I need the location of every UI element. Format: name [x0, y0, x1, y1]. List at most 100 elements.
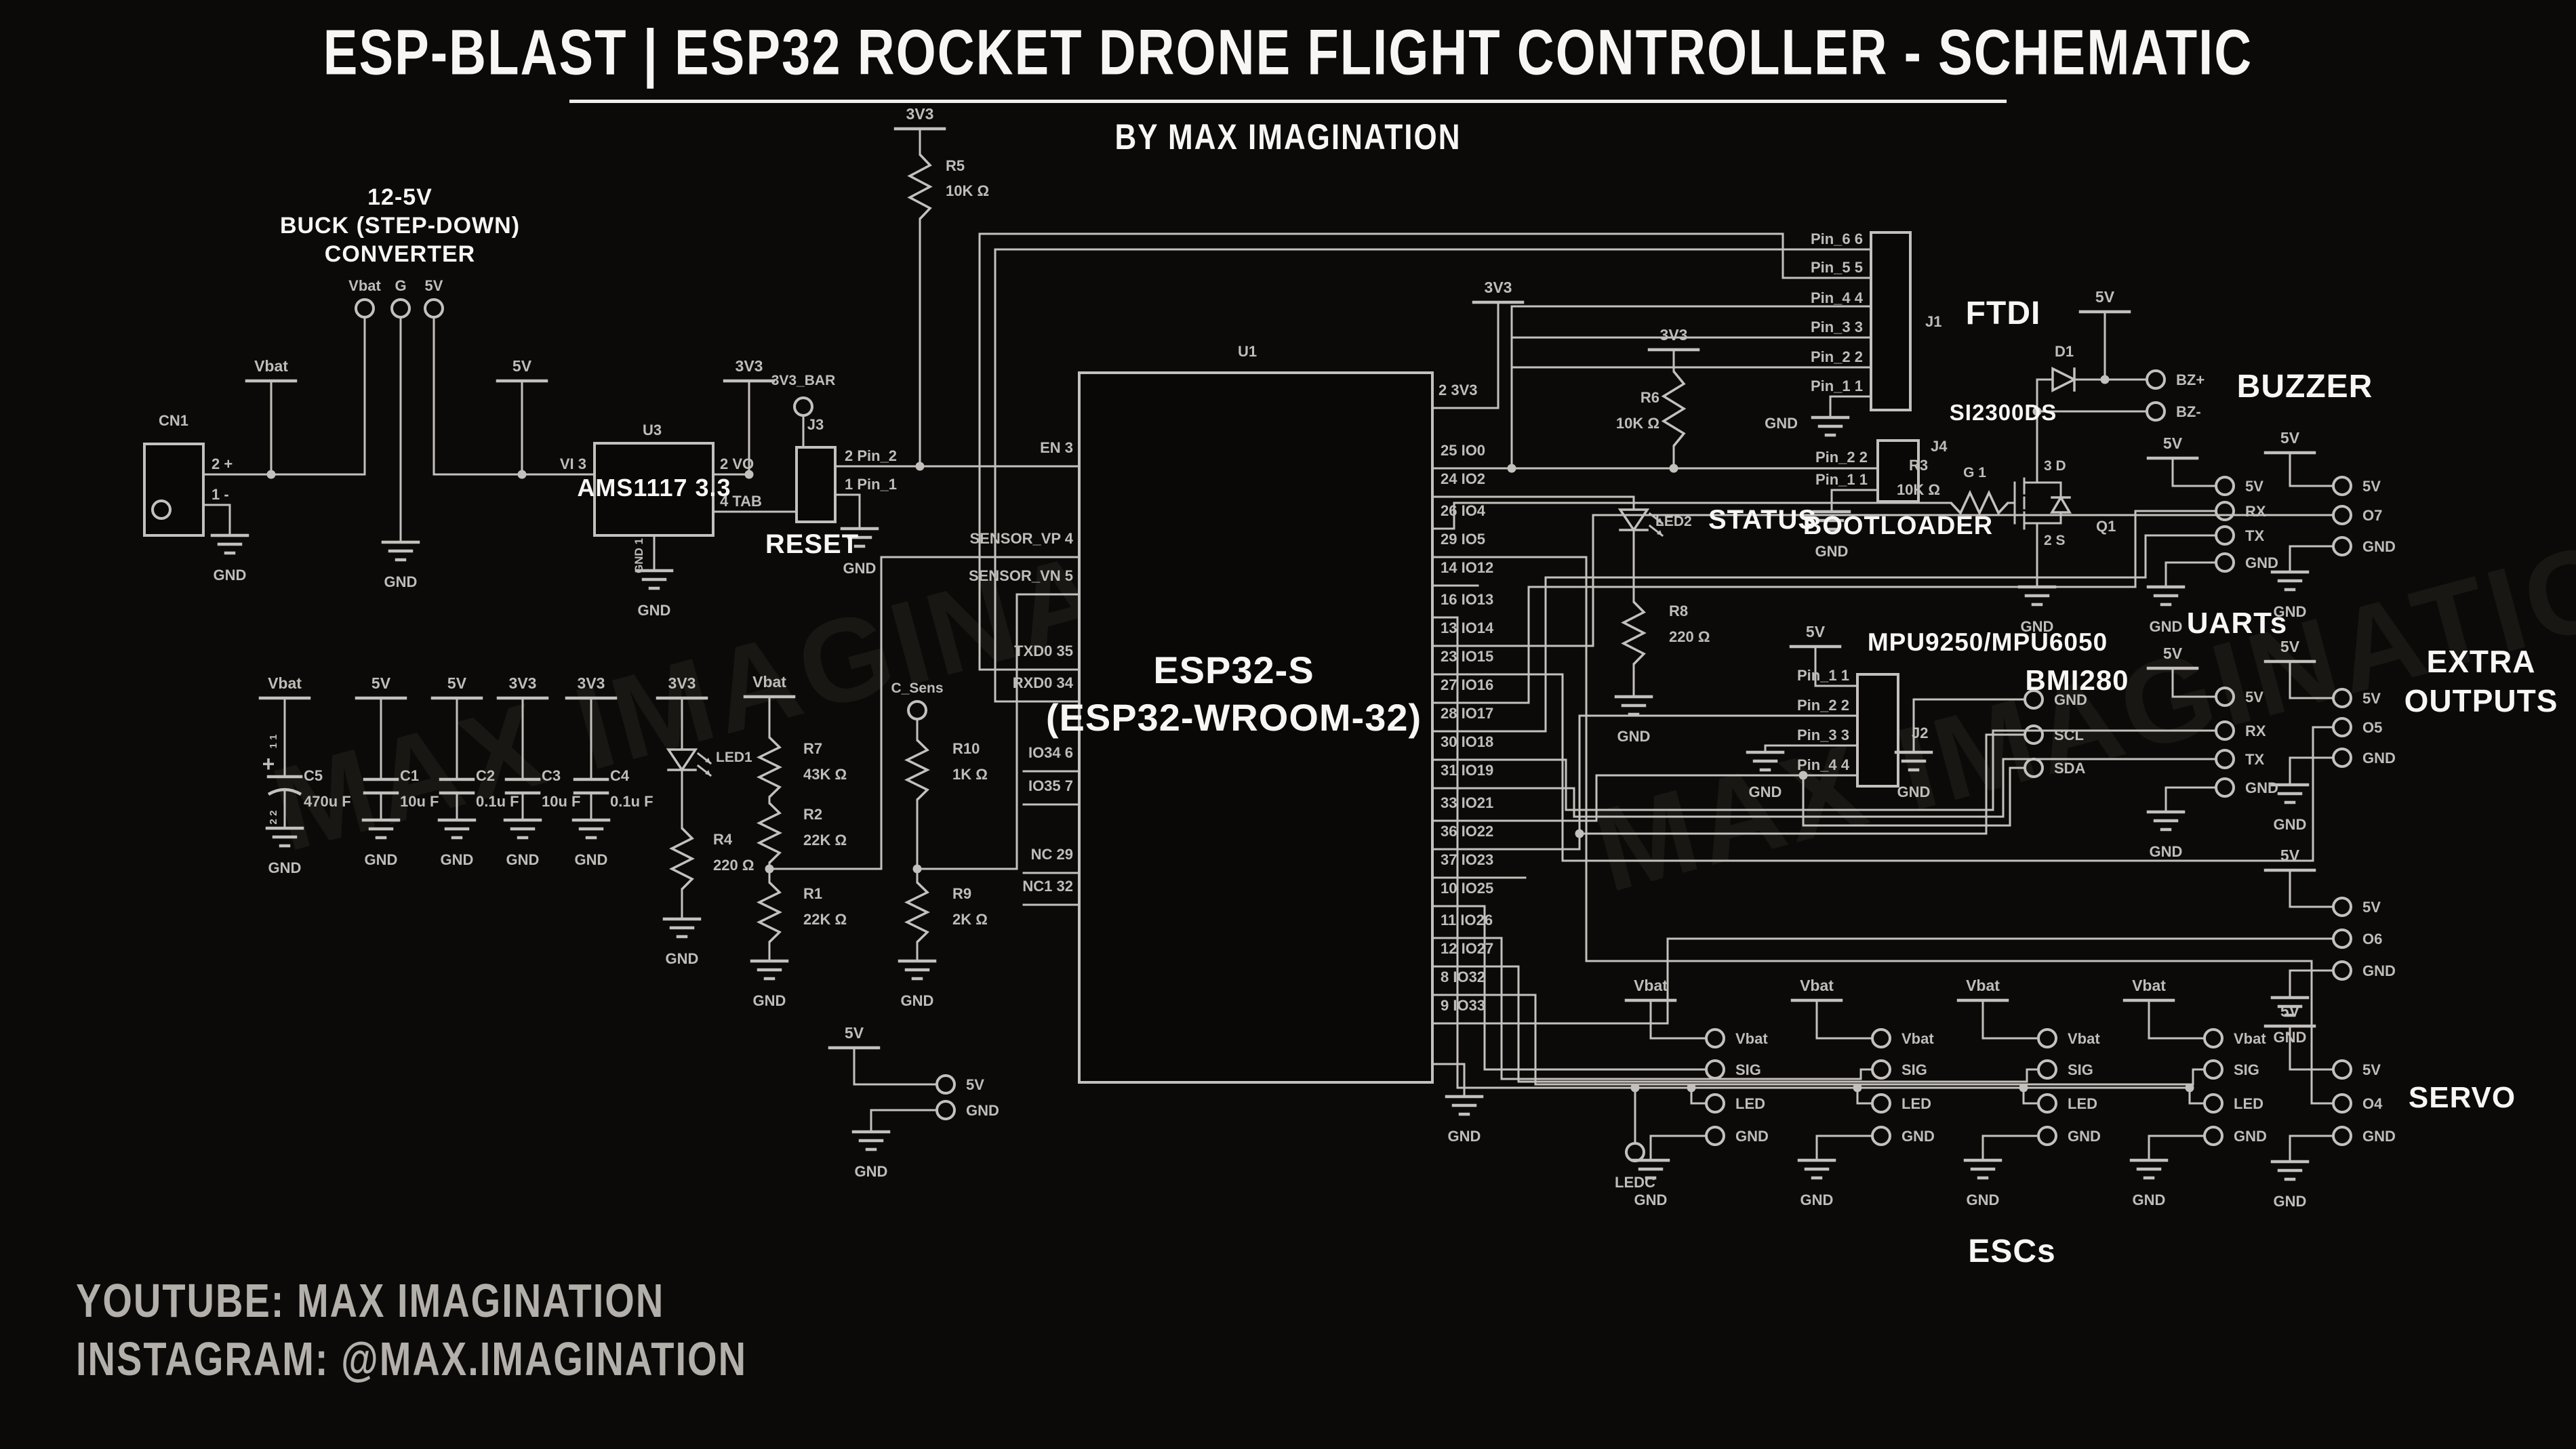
- schematic-label: R2: [803, 806, 822, 823]
- schematic-label: 5V: [2245, 689, 2263, 706]
- schematic-label: 220 Ω: [1669, 628, 1710, 645]
- terminal: [2215, 552, 2235, 573]
- schematic-label: 24 IO2: [1441, 470, 1485, 487]
- schematic-label: 23 IO15: [1441, 648, 1493, 665]
- schematic-label: GND: [365, 851, 398, 868]
- terminal: [2332, 897, 2352, 917]
- junction-dot: [517, 470, 527, 479]
- terminal: [2215, 777, 2235, 798]
- schematic-label: J2: [1912, 724, 1928, 741]
- schematic-label: Vbat: [2234, 1030, 2266, 1047]
- schematic-label: RXD0 34: [1013, 674, 1074, 691]
- schematic-label: C3: [542, 767, 561, 784]
- schematic-label: GND: [441, 851, 474, 868]
- schematic-label: 470u F: [304, 793, 351, 810]
- credit-youtube: YOUTUBE: MAX IMAGINATION: [76, 1273, 665, 1327]
- schematic-label: 37 IO23: [1441, 851, 1493, 868]
- schematic-label: LEDC: [1615, 1174, 1655, 1191]
- schematic-label: 5V: [845, 1024, 864, 1042]
- schematic-label: 12-5V: [367, 184, 432, 210]
- schematic-label: 25 IO0: [1441, 442, 1485, 459]
- resistor: [1950, 489, 2009, 516]
- resistor: [757, 802, 782, 864]
- schematic-label: BUZZER: [2237, 369, 2373, 405]
- schematic-label: Pin_5 5: [1811, 259, 1863, 276]
- schematic-label: 1 -: [212, 486, 229, 503]
- terminal: [2037, 1028, 2057, 1048]
- schematic-label: SIG: [2068, 1061, 2093, 1078]
- schematic-label: O4: [2362, 1095, 2383, 1112]
- component-box: [143, 443, 205, 537]
- schematic-label: EN 3: [1040, 439, 1073, 456]
- terminal: [1705, 1028, 1725, 1048]
- diode-triangle: [2051, 367, 2077, 392]
- terminal: [424, 298, 444, 319]
- terminal: [2332, 1093, 2352, 1114]
- schematic-label: 29 IO5: [1441, 531, 1485, 548]
- schematic-label: GND: [2054, 691, 2087, 708]
- schematic-label: 5V: [2362, 899, 2381, 916]
- terminal: [2215, 476, 2235, 496]
- schematic-label: GND: [855, 1163, 888, 1180]
- schematic-label: FTDI: [1966, 295, 2041, 331]
- schematic-label: GND: [1617, 728, 1651, 745]
- led-arrow-head: [705, 758, 710, 763]
- schematic-label: 5V: [2163, 645, 2183, 662]
- schematic-label: Pin_4 4: [1797, 756, 1850, 773]
- schematic-label: GND 1: [632, 538, 645, 573]
- terminal: [935, 1100, 956, 1120]
- schematic-label: GND: [2362, 1128, 2396, 1145]
- schematic-label: NC 29: [1031, 846, 1073, 863]
- schematic-label: 43K Ω: [803, 766, 847, 783]
- schematic-label: TX: [2245, 751, 2264, 768]
- component-box: [1078, 371, 1434, 1084]
- schematic-label: LED: [1901, 1095, 1931, 1112]
- schematic-label: J4: [1931, 438, 1948, 455]
- schematic-label: NC1 32: [1022, 878, 1073, 895]
- schematic-label: 5V: [2163, 434, 2183, 452]
- terminal: [1625, 1142, 1645, 1162]
- junction-dot: [915, 462, 925, 471]
- schematic-label: SIG: [2234, 1061, 2259, 1078]
- schematic-label: LED: [2234, 1095, 2263, 1112]
- schematic-label: Vbat: [2132, 977, 2166, 994]
- schematic-label: 2K Ω: [952, 911, 988, 928]
- schematic-label: Pin_3 3: [1797, 727, 1849, 743]
- schematic-label: O6: [2362, 931, 2382, 947]
- schematic-label: Q1: [2096, 518, 2116, 535]
- schematic-label: 4 TAB: [720, 493, 762, 510]
- schematic-label: Vbat: [1966, 977, 2000, 994]
- terminal: [2332, 476, 2352, 496]
- schematic-label: 3V3: [906, 105, 934, 123]
- schematic-label: GND: [966, 1102, 999, 1119]
- schematic-label: CN1: [159, 412, 188, 429]
- terminal: [2024, 758, 2044, 778]
- terminal: [390, 298, 411, 319]
- terminal: [2215, 501, 2235, 521]
- schematic-label: IO35 7: [1028, 777, 1073, 794]
- schematic-label: LED: [2068, 1095, 2097, 1112]
- resistor: [907, 153, 933, 220]
- component-box: [1856, 673, 1899, 788]
- schematic-label: BUCK (STEP-DOWN): [280, 213, 520, 239]
- terminal: [907, 700, 927, 720]
- schematic-label: 3V3: [578, 674, 605, 692]
- schematic-label: Pin_1 1: [1797, 667, 1849, 684]
- schematic-label: C1: [400, 767, 419, 784]
- schematic-label: GND: [214, 567, 247, 584]
- schematic-label: 2 3V3: [1438, 382, 1478, 399]
- schematic-label: VI 3: [560, 455, 586, 472]
- schematic-label: IO34 6: [1028, 744, 1073, 761]
- schematic-label: Vbat: [1800, 977, 1834, 994]
- schematic-label: LED2: [1655, 514, 1692, 529]
- schematic-label: 1K Ω: [952, 766, 988, 783]
- schematic-label: GND: [1800, 1191, 1834, 1208]
- schematic-label: 5V: [371, 674, 391, 692]
- schematic-label: GND: [506, 851, 540, 868]
- schematic-label: R4: [713, 831, 733, 848]
- schematic-label: 3V3: [1485, 279, 1512, 296]
- schematic-label: EXTRA: [2427, 644, 2536, 679]
- schematic-label: 16 IO13: [1441, 591, 1493, 608]
- credit-instagram: INSTAGRAM: @MAX.IMAGINATION: [76, 1332, 748, 1385]
- schematic-label: 5V: [425, 277, 443, 294]
